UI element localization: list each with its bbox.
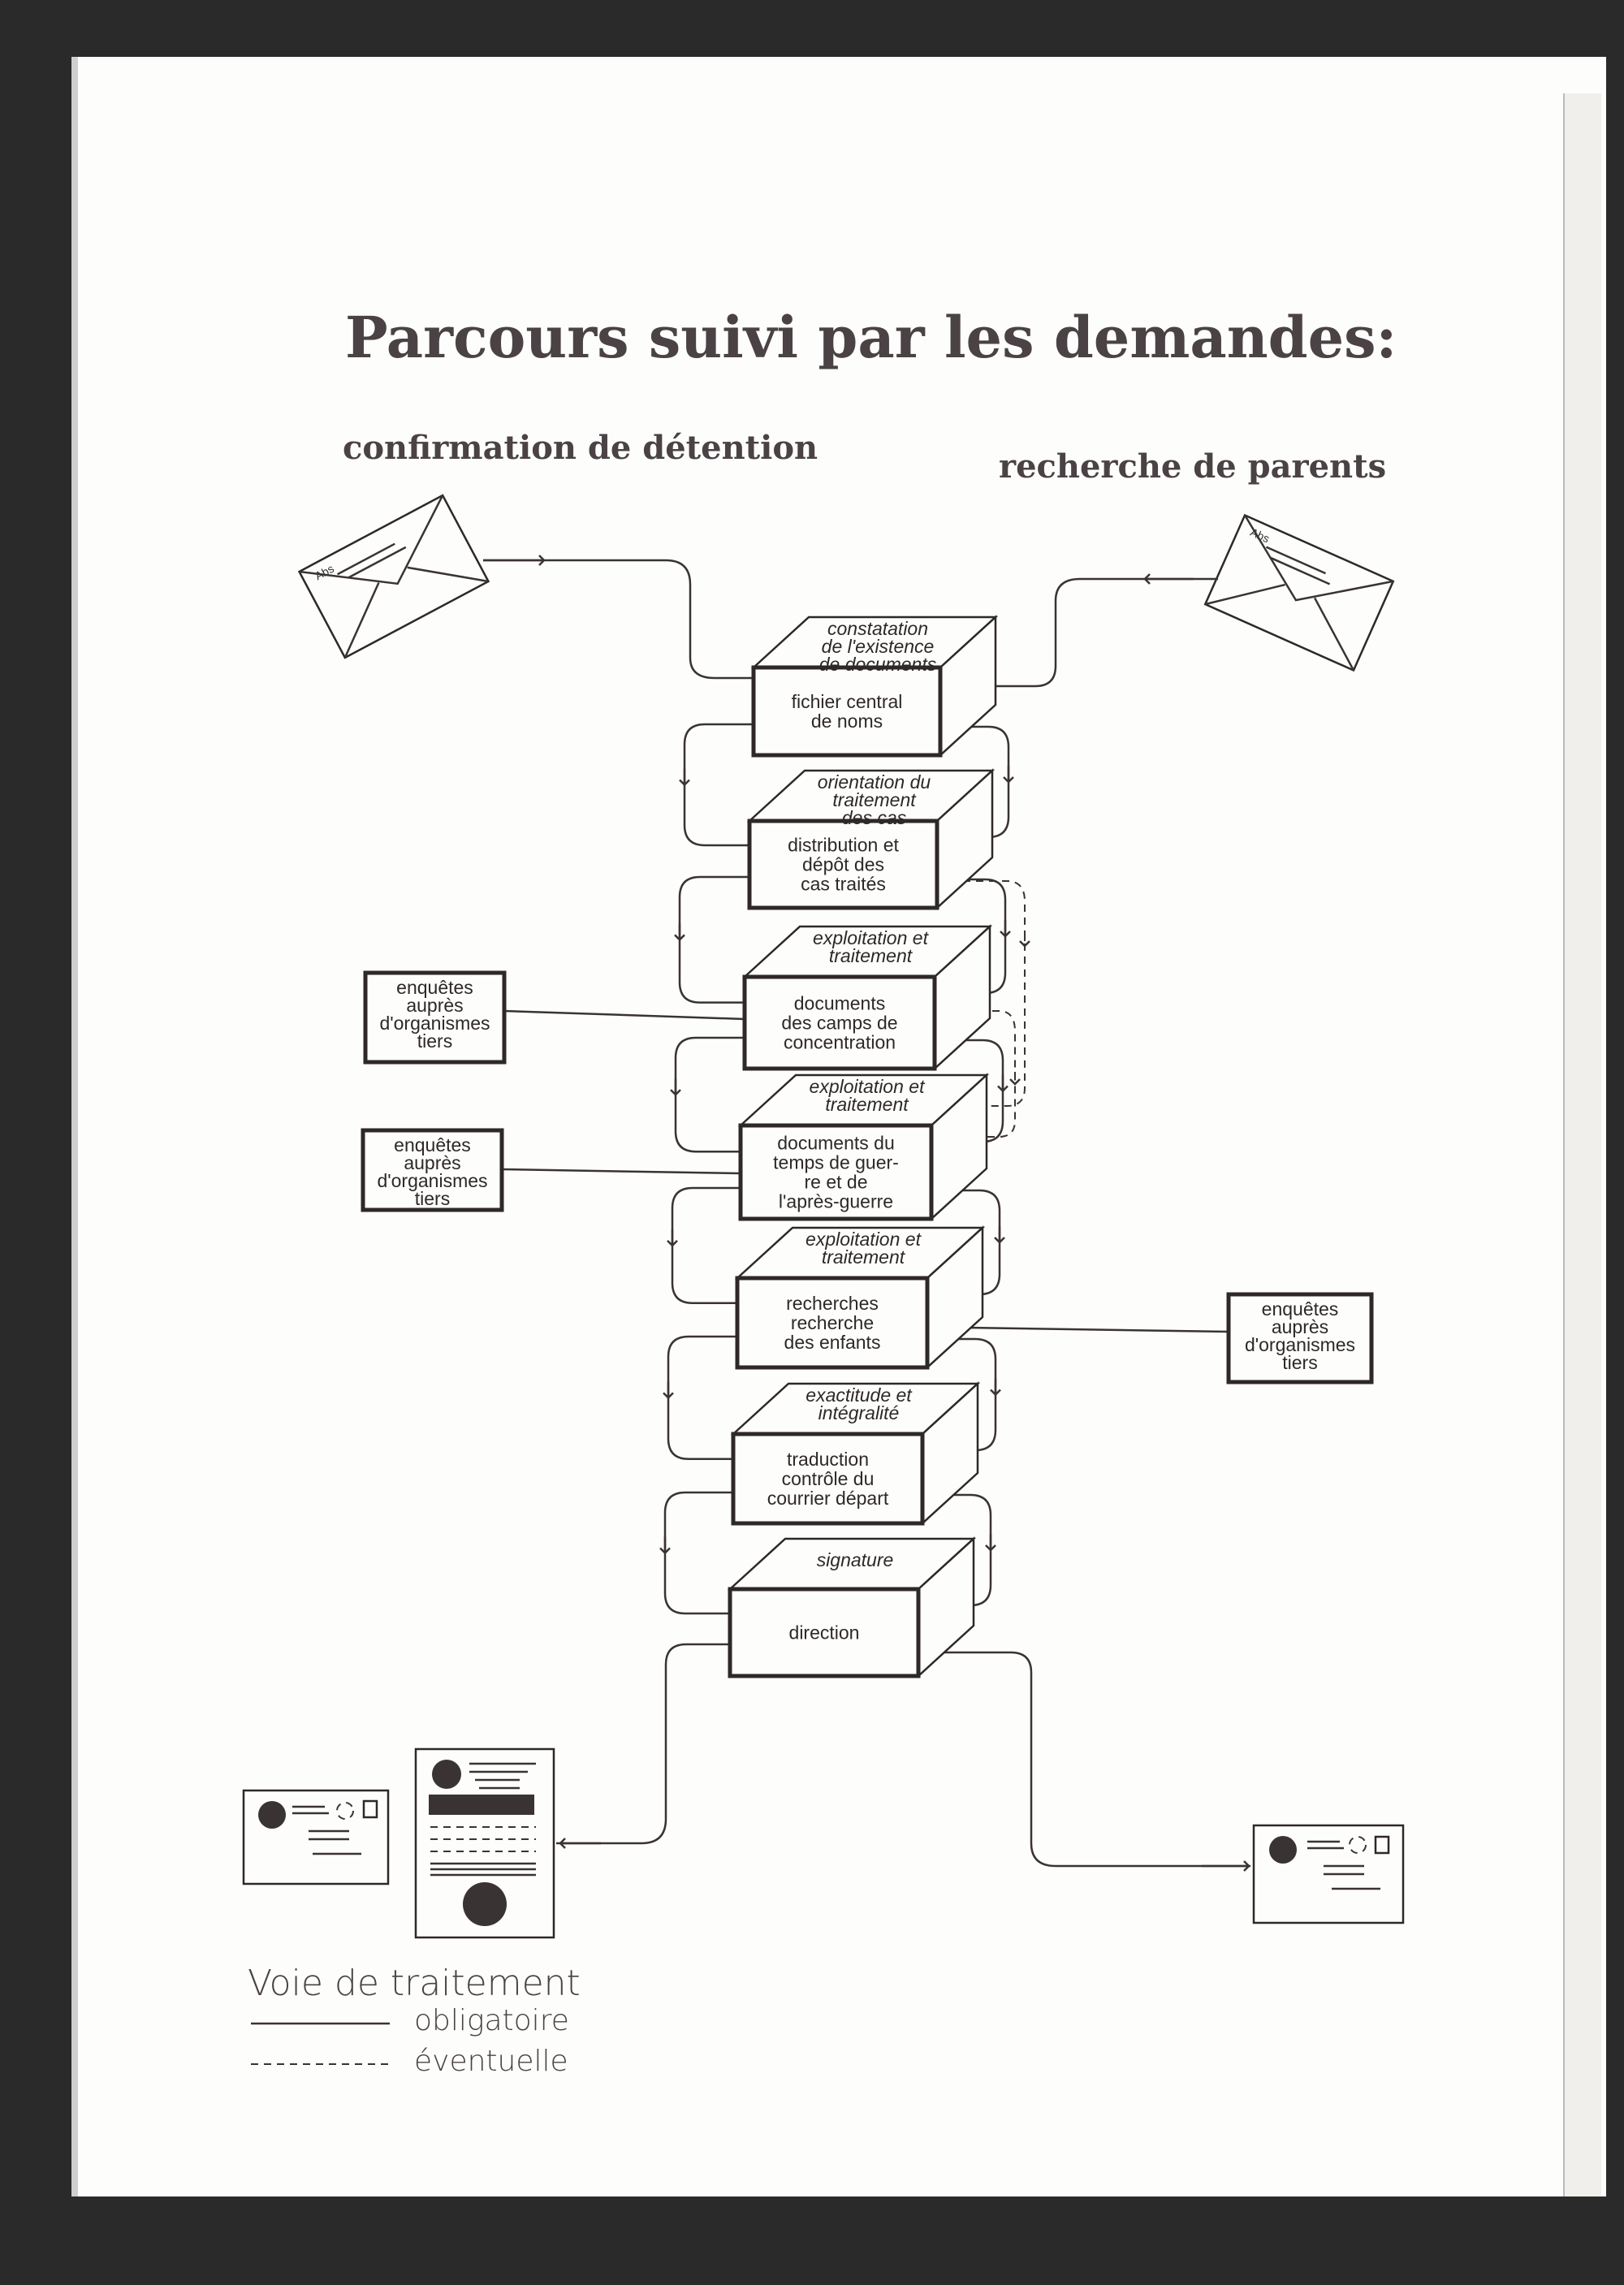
legend-title: Voie de traitement [248, 1963, 581, 2004]
connectors [483, 555, 1250, 1872]
box-front-face [747, 819, 939, 910]
postcard-icon-left [242, 1789, 390, 1885]
box-front-face [751, 665, 943, 758]
box-top-label: signature [817, 1549, 894, 1570]
envelope-icon-left: Abs [297, 494, 490, 659]
side-connector [965, 1326, 1229, 1333]
page-title: Parcours suivi par les demandes: [345, 304, 1397, 371]
box-front-face [735, 1276, 930, 1370]
heading-confirmation: confirmation de détention [343, 429, 818, 467]
box-front-face [728, 1587, 921, 1678]
envelope-icon-right: Abs [1203, 513, 1395, 672]
next-page-edge [1563, 93, 1601, 2196]
postcard-icon-right [1252, 1824, 1405, 1924]
box-front-label: direction [789, 1622, 860, 1644]
legend-dashed-label: éventuelle [414, 2045, 568, 2078]
side-connector [503, 1009, 745, 1021]
box-front-face [742, 974, 937, 1071]
side-connector [501, 1168, 741, 1175]
heading-recherche: recherche de parents [999, 447, 1386, 486]
box-front-face [738, 1123, 934, 1221]
certificate-document-icon [414, 1747, 555, 1939]
process-box: signature direction [727, 1536, 977, 1678]
box-front-face [731, 1432, 925, 1526]
legend-solid-label: obligatoire [414, 2004, 569, 2037]
legend: Voie de traitement obligatoire éventuell… [248, 1963, 581, 2078]
